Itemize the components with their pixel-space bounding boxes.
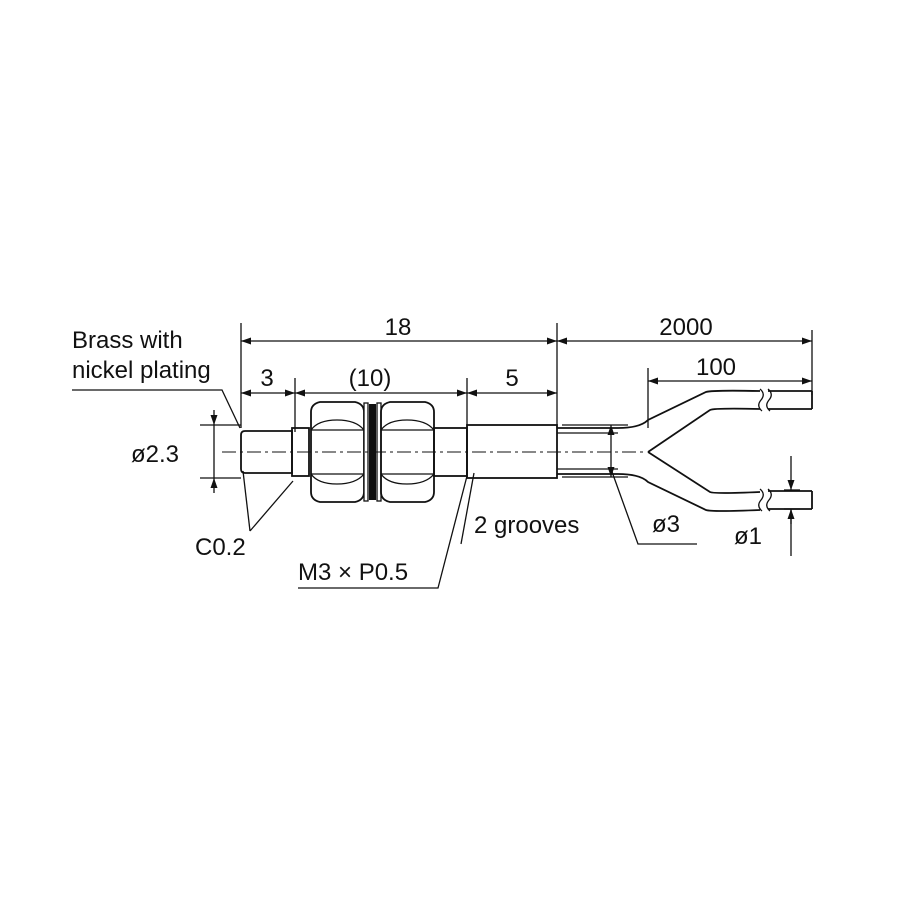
label-grooves: 2 grooves	[474, 512, 579, 539]
label-thread-length: (10)	[349, 365, 392, 392]
leader-grooves	[460, 472, 475, 545]
leader-material	[72, 389, 241, 429]
leader-lines	[72, 389, 697, 589]
label-thread: M3 × P0.5	[298, 559, 408, 586]
hex-nut-right	[380, 401, 435, 503]
label-overall-length: 18	[385, 314, 412, 341]
label-tip-diameter: ø2.3	[131, 441, 179, 468]
labels: 18 2000 3 (10) 5 100 ø2.3 ø3 ø1 Brass wi…	[72, 314, 762, 586]
tip	[240, 430, 293, 474]
extension-lines	[200, 323, 813, 510]
leader-chamfer-2	[249, 480, 294, 532]
label-tip-length: 3	[260, 365, 273, 392]
label-body-length: 5	[505, 365, 518, 392]
label-cable-length: 2000	[659, 314, 712, 341]
cable	[557, 388, 813, 512]
leader-cable-dia	[610, 468, 697, 545]
label-chamfer: C0.2	[195, 534, 246, 561]
label-material-line2: nickel plating	[72, 357, 211, 384]
leader-thread	[298, 475, 468, 589]
hex-nut-left	[310, 401, 365, 503]
label-material-line1: Brass with	[72, 327, 183, 354]
leader-chamfer	[242, 470, 251, 532]
dimension-lines	[210, 337, 812, 556]
label-cable-diameter: ø3	[652, 511, 680, 538]
label-fiber-diameter: ø1	[734, 523, 762, 550]
label-branch-length: 100	[696, 354, 736, 381]
